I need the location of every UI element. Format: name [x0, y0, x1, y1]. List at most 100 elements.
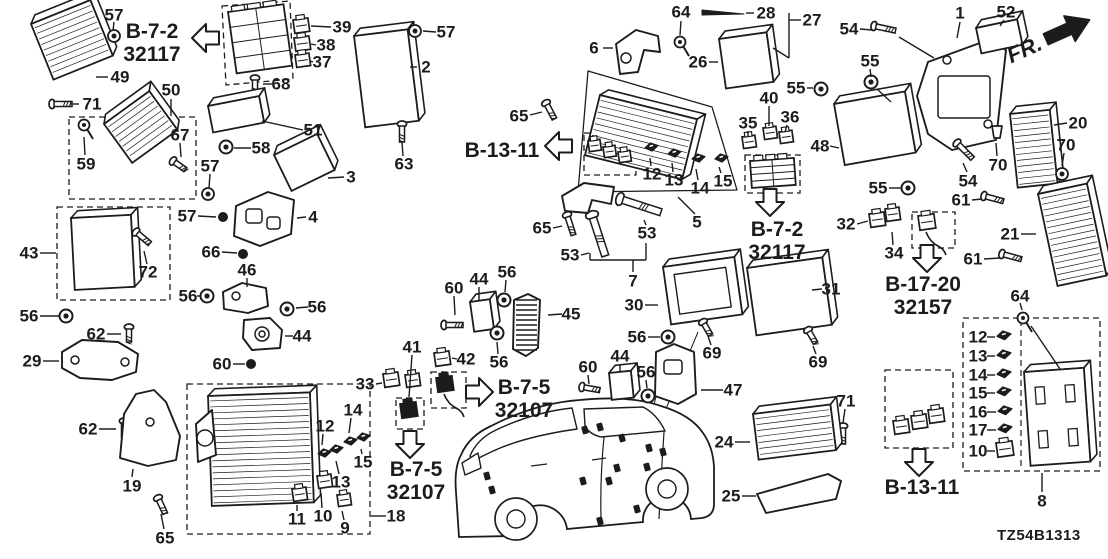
callout-64-83[interactable]: 64 [1011, 287, 1061, 370]
callout-14-57[interactable]: 14 [691, 168, 710, 198]
callout-43-21[interactable]: 43 [20, 244, 56, 263]
callout-13-56[interactable]: 13 [665, 162, 684, 190]
callout-44-28[interactable]: 44 [285, 327, 312, 346]
callout-70-80[interactable]: 70 [1057, 136, 1076, 167]
callout-44-45[interactable]: 44 [470, 270, 489, 301]
callout-57-11[interactable]: 57 [178, 207, 217, 226]
callout-7-53[interactable]: 7 [589, 243, 647, 291]
callout-6-60[interactable]: 6 [589, 39, 613, 58]
callout-66-13[interactable]: 66 [202, 243, 238, 262]
callout-47-100[interactable]: 47 [701, 381, 742, 400]
callout-15-38[interactable]: 15 [354, 448, 373, 472]
callout-69-99[interactable]: 69 [809, 345, 828, 372]
callout-56-46[interactable]: 56 [498, 263, 517, 293]
callout-12-39[interactable]: 12 [316, 417, 335, 446]
callout-21-82[interactable]: 21 [1001, 225, 1036, 244]
callout-12-55[interactable]: 12 [643, 157, 662, 184]
callout-65-32[interactable]: 65 [156, 513, 175, 548]
callout-56-103[interactable]: 56 [637, 363, 656, 389]
callout-10-90[interactable]: 10 [969, 442, 995, 461]
callout-29-26[interactable]: 29 [23, 352, 59, 371]
callout-15-58[interactable]: 15 [714, 166, 733, 191]
callout-72-22[interactable]: 72 [139, 250, 158, 282]
callout-55-68[interactable]: 55 [861, 52, 892, 103]
callout-60-101[interactable]: 60 [579, 358, 598, 385]
callout-56-48[interactable]: 56 [490, 341, 509, 372]
callout-19-31[interactable]: 19 [123, 468, 142, 496]
callout-60-44[interactable]: 60 [445, 279, 464, 316]
callout-8-91[interactable]: 8 [1037, 473, 1047, 511]
callout-71-2[interactable]: 71 [70, 95, 101, 114]
callout-54-65[interactable]: 54 [840, 20, 935, 59]
callout-42-43[interactable]: 42 [451, 350, 475, 369]
callout-13-85[interactable]: 13 [969, 347, 995, 366]
callout-3-9[interactable]: 3 [327, 168, 356, 187]
callout-36-72[interactable]: 36 [781, 108, 800, 133]
callout-56-24[interactable]: 56 [20, 307, 59, 326]
callout-18-33[interactable]: 18 [371, 507, 405, 526]
ref-label-b-13-11-top[interactable]: B-13-11 [465, 131, 573, 162]
callout-56-27[interactable]: 56 [295, 298, 326, 317]
callout-62-25[interactable]: 62 [87, 325, 121, 344]
callout-65-49[interactable]: 65 [510, 107, 543, 126]
callout-57-10[interactable]: 57 [201, 157, 220, 189]
callout-46-14[interactable]: 46 [238, 261, 257, 288]
callout-4-12[interactable]: 4 [296, 208, 318, 227]
callout-67-5[interactable]: 67 [171, 126, 190, 158]
callout-44-102[interactable]: 44 [611, 347, 630, 372]
callout-10-35[interactable]: 10 [314, 492, 333, 526]
ref-label-b-13-11-bottom[interactable]: B-13-11 [885, 448, 960, 499]
callout-63-20[interactable]: 63 [395, 141, 414, 174]
callout-56-97[interactable]: 56 [628, 328, 660, 347]
callout-55-64[interactable]: 55 [787, 79, 813, 98]
callout-24-93[interactable]: 24 [715, 433, 750, 452]
callout-20-79[interactable]: 20 [1053, 114, 1087, 133]
callout-57-0[interactable]: 57 [105, 6, 124, 32]
callout-5-54[interactable]: 5 [677, 196, 702, 232]
callout-52-67[interactable]: 52 [997, 3, 1016, 27]
callout-1-66[interactable]: 1 [955, 4, 965, 39]
callout-62-30[interactable]: 62 [79, 420, 116, 439]
callout-41-42[interactable]: 41 [403, 338, 422, 398]
callout-33-41[interactable]: 33 [356, 375, 383, 394]
callout-61-76[interactable]: 61 [952, 191, 983, 210]
callout-27-62[interactable]: 27 [772, 11, 821, 59]
callout-38-16[interactable]: 38 [310, 36, 335, 55]
callout-50-3[interactable]: 50 [162, 81, 181, 117]
callout-2-18[interactable]: 2 [410, 58, 431, 77]
callout-40-70[interactable]: 40 [760, 89, 779, 127]
callout-61-81[interactable]: 61 [964, 250, 1001, 269]
callout-70-78[interactable]: 70 [989, 142, 1008, 175]
callout-48-69[interactable]: 48 [811, 137, 840, 156]
callout-39-15[interactable]: 39 [310, 18, 351, 37]
callout-30-95[interactable]: 30 [625, 296, 658, 315]
callout-64-59[interactable]: 64 [672, 3, 691, 36]
callout-49-1[interactable]: 49 [96, 68, 129, 87]
callout-31-96[interactable]: 31 [811, 280, 840, 299]
callout-56-23[interactable]: 56 [179, 287, 201, 306]
callout-71-92[interactable]: 71 [837, 392, 856, 424]
callout-25-94[interactable]: 25 [722, 487, 756, 506]
callout-55-75[interactable]: 55 [869, 179, 901, 198]
callout-15-87[interactable]: 15 [969, 384, 995, 403]
callout-11-34[interactable]: 11 [288, 505, 306, 529]
callout-9-36[interactable]: 9 [340, 510, 350, 538]
callout-32-73[interactable]: 32 [837, 215, 869, 234]
callout-35-71[interactable]: 35 [739, 114, 758, 138]
callout-60-29[interactable]: 60 [213, 355, 245, 374]
callout-17-89[interactable]: 17 [969, 421, 996, 440]
callout-53-51[interactable]: 53 [638, 219, 657, 243]
callout-13-37[interactable]: 13 [332, 460, 351, 492]
callout-53-52[interactable]: 53 [561, 246, 590, 265]
callout-14-86[interactable]: 14 [969, 366, 995, 385]
callout-59-4[interactable]: 59 [77, 136, 96, 174]
callout-37-17[interactable]: 37 [309, 53, 331, 72]
callout-58-8[interactable]: 58 [234, 139, 270, 158]
callout-57-19[interactable]: 57 [422, 23, 455, 42]
callout-68-6[interactable]: 68 [263, 75, 290, 94]
